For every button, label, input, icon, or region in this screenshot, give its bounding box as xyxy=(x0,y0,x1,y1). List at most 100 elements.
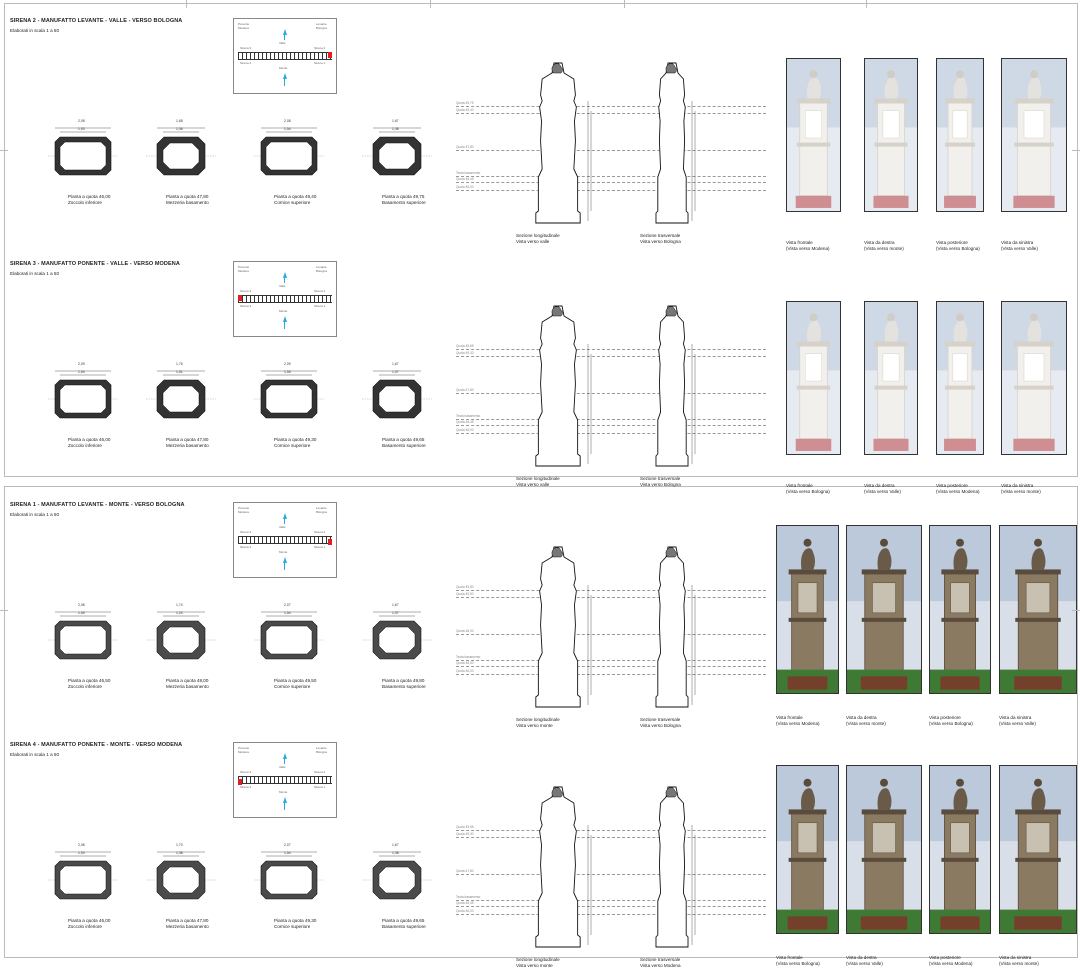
level-line xyxy=(456,634,766,635)
crop-mark xyxy=(1072,150,1080,151)
plan-section-drawing xyxy=(362,366,432,426)
plan-dimension-inner: 1,38 xyxy=(176,851,183,855)
keymap-label: Modena xyxy=(238,510,249,514)
level-line xyxy=(456,419,766,420)
plan-caption-line1: Pianta a quota 47,80 xyxy=(166,918,209,923)
monument-photo xyxy=(786,301,841,455)
plan-section-drawing xyxy=(48,847,118,907)
plan-dimension-outer: 2,08 xyxy=(78,119,85,123)
keymap-label: Bologna xyxy=(316,750,328,754)
arrow-stem-icon xyxy=(284,79,285,86)
keymap-label: Sirena 1 xyxy=(314,785,326,789)
photo-caption-line1: Vista da sinistra xyxy=(999,955,1032,960)
arrow-up-icon xyxy=(283,272,287,278)
plan-dimension-inner: 1,54 xyxy=(78,370,85,374)
keymap-label: Sirena 2 xyxy=(314,530,326,534)
level-line xyxy=(456,906,766,907)
section-scale-note: Elaborati in scala 1 a 50 xyxy=(10,512,60,517)
level-line xyxy=(456,597,766,598)
level-label: Quota 46,00 xyxy=(456,185,474,189)
elevation-section-drawing xyxy=(522,61,594,227)
level-label: Quota 46,00 xyxy=(456,909,474,913)
level-line xyxy=(456,837,766,838)
level-label: Quota 49,65 xyxy=(456,825,474,829)
plan-caption-line1: Pianta a quota 46,00 xyxy=(68,437,111,442)
keymap-highlight-marker xyxy=(328,52,332,58)
level-line xyxy=(456,830,766,831)
level-label: Quota 47,80 xyxy=(456,388,474,392)
photo-caption-line1: Vista da sinistra xyxy=(1001,483,1034,488)
plan-section-drawing xyxy=(254,607,324,667)
crop-mark xyxy=(0,150,8,151)
elevation-section-drawing xyxy=(522,545,594,711)
section-title: SIRENA 4 - MANUFATTO PONENTE - MONTE - V… xyxy=(10,742,183,748)
monument-photo xyxy=(929,525,991,694)
photo-caption-line2: (Vista verso monte) xyxy=(864,245,904,251)
section-scale-note: Elaborati in scala 1 a 50 xyxy=(10,28,60,33)
plan-caption-line1: Pianta a quota 49,30 xyxy=(274,437,317,442)
elevation-caption-line1: Sezione trasversale xyxy=(640,233,681,238)
plan-caption-line1: Pianta a quota 46,00 xyxy=(68,194,111,199)
elevation-section-drawing xyxy=(646,61,698,227)
photo-caption: Vista frontale(Vista verso Bologna) xyxy=(786,483,830,494)
photo-caption-line1: Vista frontale xyxy=(776,715,803,720)
plan-caption-line2: Zoccolo inferiore xyxy=(68,923,102,929)
keymap-label: Valle xyxy=(279,41,286,45)
elevation-caption-line2: Vista verso Bologna xyxy=(640,481,681,487)
monument-photo xyxy=(1001,58,1067,212)
photo-caption-line2: (Vista verso Bologna) xyxy=(786,488,830,494)
photo-caption: Vista frontale(Vista verso Bologna) xyxy=(776,955,820,966)
level-line xyxy=(456,900,766,901)
level-label: Quota 49,50 xyxy=(456,592,474,596)
plan-dimension-outer: 1,76 xyxy=(176,362,183,366)
keymap-highlight-marker xyxy=(238,779,242,785)
plan-section-drawing xyxy=(48,607,118,667)
keymap-label: Levante xyxy=(316,265,327,269)
plan-dimension-inner: 1,55 xyxy=(78,611,85,615)
monument-photo xyxy=(846,765,922,934)
photo-caption: Vista posteriore(Vista verso Modena) xyxy=(929,955,973,966)
arrow-stem-icon xyxy=(284,35,285,40)
plan-caption-line2: Basamento superiore xyxy=(382,683,426,689)
photo-caption-line2: (Vista verso Valle) xyxy=(999,720,1036,726)
photo-caption-line2: (Vista verso Valle) xyxy=(1001,245,1038,251)
plan-caption-line2: Basamento superiore xyxy=(382,442,426,448)
arrow-up-icon xyxy=(283,557,287,563)
arrow-up-icon xyxy=(283,29,287,35)
photo-caption-line2: (Vista verso Modena) xyxy=(776,720,820,726)
level-label: Quota 46,45 xyxy=(456,901,474,905)
monument-photo xyxy=(936,301,984,455)
photo-caption-line2: (Vista verso Valle) xyxy=(846,960,883,966)
plan-dimension-outer: 1,67 xyxy=(392,603,399,607)
photo-caption-line2: (Vista verso Bologna) xyxy=(776,960,820,966)
crop-mark xyxy=(0,610,8,611)
plan-caption-line1: Pianta a quota 49,80 xyxy=(382,678,425,683)
elevation-caption-line2: Vista verso Bologna xyxy=(640,238,681,244)
elevation-caption-line1: Sezione longitudinale xyxy=(516,717,560,722)
photo-caption-line2: (Vista verso Modena) xyxy=(936,488,980,494)
photo-caption-line1: Vista posteriore xyxy=(936,240,968,245)
plan-caption-line2: Cornice superiore xyxy=(274,442,311,448)
level-line xyxy=(456,150,766,151)
plan-dimension-inner: 1,53 xyxy=(78,127,85,131)
elevation-caption-line1: Sezione longitudinale xyxy=(516,233,560,238)
photo-caption: Vista da destra(Vista verso Valle) xyxy=(864,483,901,494)
plan-caption-line2: Basamento superiore xyxy=(382,923,426,929)
photo-caption: Vista da destra(Vista verso Valle) xyxy=(846,955,883,966)
plan-dimension-outer: 2,07 xyxy=(284,843,291,847)
photo-caption-line2: (Vista verso monte) xyxy=(1001,488,1041,494)
photo-caption-line1: Vista frontale xyxy=(786,483,813,488)
monument-photo xyxy=(999,525,1077,694)
plan-dimension-outer: 2,08 xyxy=(284,119,291,123)
plan-dimension-inner: 1,37 xyxy=(392,611,399,615)
photo-caption: Vista frontale(Vista verso Modena) xyxy=(786,240,830,251)
keymap-label: Ponente xyxy=(238,746,250,750)
level-label: Quota 49,65 xyxy=(456,344,474,348)
plan-section-drawing xyxy=(48,123,118,183)
